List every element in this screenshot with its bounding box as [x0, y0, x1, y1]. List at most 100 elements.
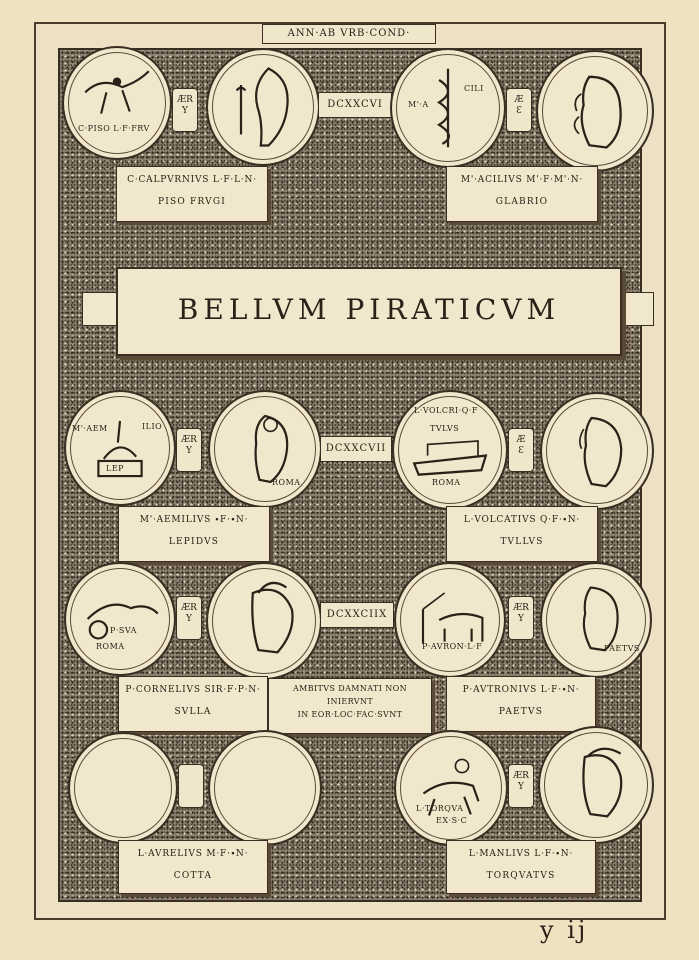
metal-e: Ɛ: [516, 106, 522, 116]
tablet-name: L·MANLIVS L·F·∙N·: [468, 849, 574, 859]
coin-legend: ILIO: [142, 422, 163, 431]
name-tablet: L·VOLCATIVS Q·F·∙N· TVLLVS: [446, 506, 598, 562]
coin-volcatius-reverse: L·VOLCRI·Q·F TVLVS ROMA: [392, 390, 508, 510]
name-tablet: M'·AEMILIVS ∙F·∙N· LEPIDVS: [118, 506, 270, 562]
metal-mark: ÆR Y: [172, 88, 198, 132]
metal-y: Y: [182, 106, 188, 116]
tablet-name: P·AVTRONIVS L·F·∙N·: [462, 685, 580, 695]
rider-icon: [84, 70, 150, 114]
coin-legend: M'·AEM: [72, 424, 108, 433]
coin-aurelius-reverse-blank: [68, 732, 178, 844]
equestrian-statue-icon: [97, 420, 143, 478]
tablet-name: M'·AEMILIVS ∙F·∙N·: [139, 515, 249, 525]
page-number: y ij: [540, 916, 589, 944]
year-label: DCXXCIIX: [320, 602, 394, 628]
coin-aemilius-reverse: M'·AEM ILIO LEP: [64, 390, 176, 506]
metal-mark: Æ Ɛ: [508, 428, 534, 472]
coin-legend: P·AVRON·L·F: [422, 642, 483, 651]
metal-e: Ɛ: [518, 446, 524, 456]
tablet-cognomen: SVLLA: [174, 707, 212, 717]
coin-legend: CILI: [464, 84, 484, 93]
female-head-icon: [254, 414, 289, 484]
coin-acilius-obverse: [536, 50, 654, 172]
ambitus-inscription: AMBITVS DAMNATI NON INIERVNT IN EOR·LOC·…: [268, 678, 432, 734]
bearded-head-icon: [582, 586, 619, 652]
coin-cornelius-reverse: P·SVA ROMA: [64, 562, 176, 676]
tablet-cognomen: TVLLVS: [500, 537, 544, 547]
metal-ar: ÆR: [177, 95, 193, 105]
metal-ae: Æ: [516, 435, 526, 445]
year-label: DCXXCVI: [318, 92, 392, 118]
metal-mark-blank: [178, 764, 204, 808]
coin-calpurnius-obverse: [206, 48, 320, 166]
coin-manlius-reverse: L·TORQVA EX·S·C: [394, 730, 508, 846]
metal-y: Y: [518, 614, 524, 624]
oxen-plough-icon: [421, 592, 484, 644]
name-tablet: P·CORNELIVS SIR·F·P·N· SVLLA: [118, 676, 268, 732]
coin-legend: TVLVS: [430, 424, 460, 433]
ambitus-line: IN EOR·LOC·FAC·SVNT: [297, 710, 403, 719]
tablet-cognomen: TORQVATVS: [486, 871, 556, 881]
coin-legend: ROMA: [96, 642, 125, 651]
tablet-cognomen: PISO FRVGI: [158, 197, 226, 207]
metal-ar: ÆR: [513, 603, 529, 613]
coin-legend: P·SVA: [110, 626, 137, 635]
metal-mark: ÆR Y: [176, 428, 202, 472]
tablet-cognomen: PAETVS: [498, 707, 544, 717]
name-tablet: C·CALPVRNIVS L·F·L·N· PISO FRVGI: [116, 166, 268, 222]
metal-y: Y: [186, 614, 192, 624]
coin-manlius-obverse: [538, 726, 654, 844]
portrait-icon: [235, 67, 289, 147]
coin-legend: LEP: [106, 464, 125, 473]
year-label: DCXXCVII: [320, 436, 392, 462]
helmeted-head-icon: [582, 747, 623, 818]
tablet-cognomen: GLABRIO: [495, 197, 549, 207]
metal-mark: Æ Ɛ: [506, 88, 532, 132]
helmeted-head-icon: [251, 581, 294, 654]
metal-mark: ÆR Y: [176, 596, 202, 640]
name-tablet: L·MANLIVS L·F·∙N· TORQVATVS: [446, 840, 596, 894]
coin-legend: ROMA: [432, 478, 461, 487]
laureate-head-icon: [579, 416, 623, 488]
metal-y: Y: [186, 446, 192, 456]
tablet-name: M'·ACILIVS M'·F·M'·N·: [460, 175, 584, 185]
name-tablet: L·AVRELIVS M·F·∙N· COTTA: [118, 840, 268, 894]
tablet-name: P·CORNELIVS SIR·F·P·N·: [125, 685, 261, 695]
tablet-name: L·AVRELIVS M·F·∙N·: [137, 849, 249, 859]
coin-legend: ROMA: [272, 478, 301, 487]
coin-acilius-reverse: M'·A CILI: [390, 48, 506, 168]
metal-ar: ÆR: [181, 603, 197, 613]
tablet-cognomen: LEPIDVS: [168, 537, 220, 547]
metal-ae: Æ: [514, 95, 524, 105]
metal-ar: ÆR: [181, 435, 197, 445]
header-label: ANN·AB VRB·COND·: [262, 24, 436, 44]
quadriga-icon: [86, 603, 159, 640]
coin-aemilius-obverse: ROMA: [208, 390, 322, 508]
banner-scroll-left: [82, 292, 118, 326]
ambitus-line: AMBITVS DAMNATI NON: [292, 684, 408, 693]
coin-calpurnius-reverse: C·PISO L·F·FRV: [62, 46, 172, 160]
metal-mark: ÆR Y: [508, 764, 534, 808]
coin-autronius-reverse: P·AVRON·L·F: [394, 562, 506, 678]
name-tablet: M'·ACILIVS M'·F·M'·N· GLABRIO: [446, 166, 598, 222]
coin-aurelius-obverse-blank: [208, 730, 322, 846]
coin-legend: PAETVS: [604, 644, 640, 653]
banner-scroll-right: [618, 292, 654, 326]
tablet-name: L·VOLCATIVS Q·F·∙N·: [463, 515, 581, 525]
coin-legend: L·VOLCRI·Q·F: [414, 406, 478, 415]
name-tablet: P·AVTRONIVS L·F·∙N· PAETVS: [446, 676, 596, 732]
title-banner: BELLVM PIRATICVM: [116, 267, 622, 356]
coin-cornelius-obverse: [206, 562, 322, 680]
tablet-cognomen: COTTA: [173, 871, 213, 881]
coin-legend: C·PISO L·F·FRV: [78, 124, 150, 133]
bearded-head-icon: [573, 75, 622, 149]
coin-autronius-obverse: PAETVS: [540, 562, 652, 678]
ambitus-line: INIERVNT: [326, 697, 374, 706]
horseman-icon: [422, 758, 480, 816]
metal-ar: ÆR: [513, 771, 529, 781]
tablet-name: C·CALPVRNIVS L·F·L·N·: [127, 175, 257, 185]
metal-y: Y: [518, 782, 524, 792]
ship-prow-icon: [412, 440, 488, 476]
banner-title: BELLVM PIRATICVM: [177, 293, 561, 326]
coin-legend: L·TORQVA: [416, 804, 464, 813]
